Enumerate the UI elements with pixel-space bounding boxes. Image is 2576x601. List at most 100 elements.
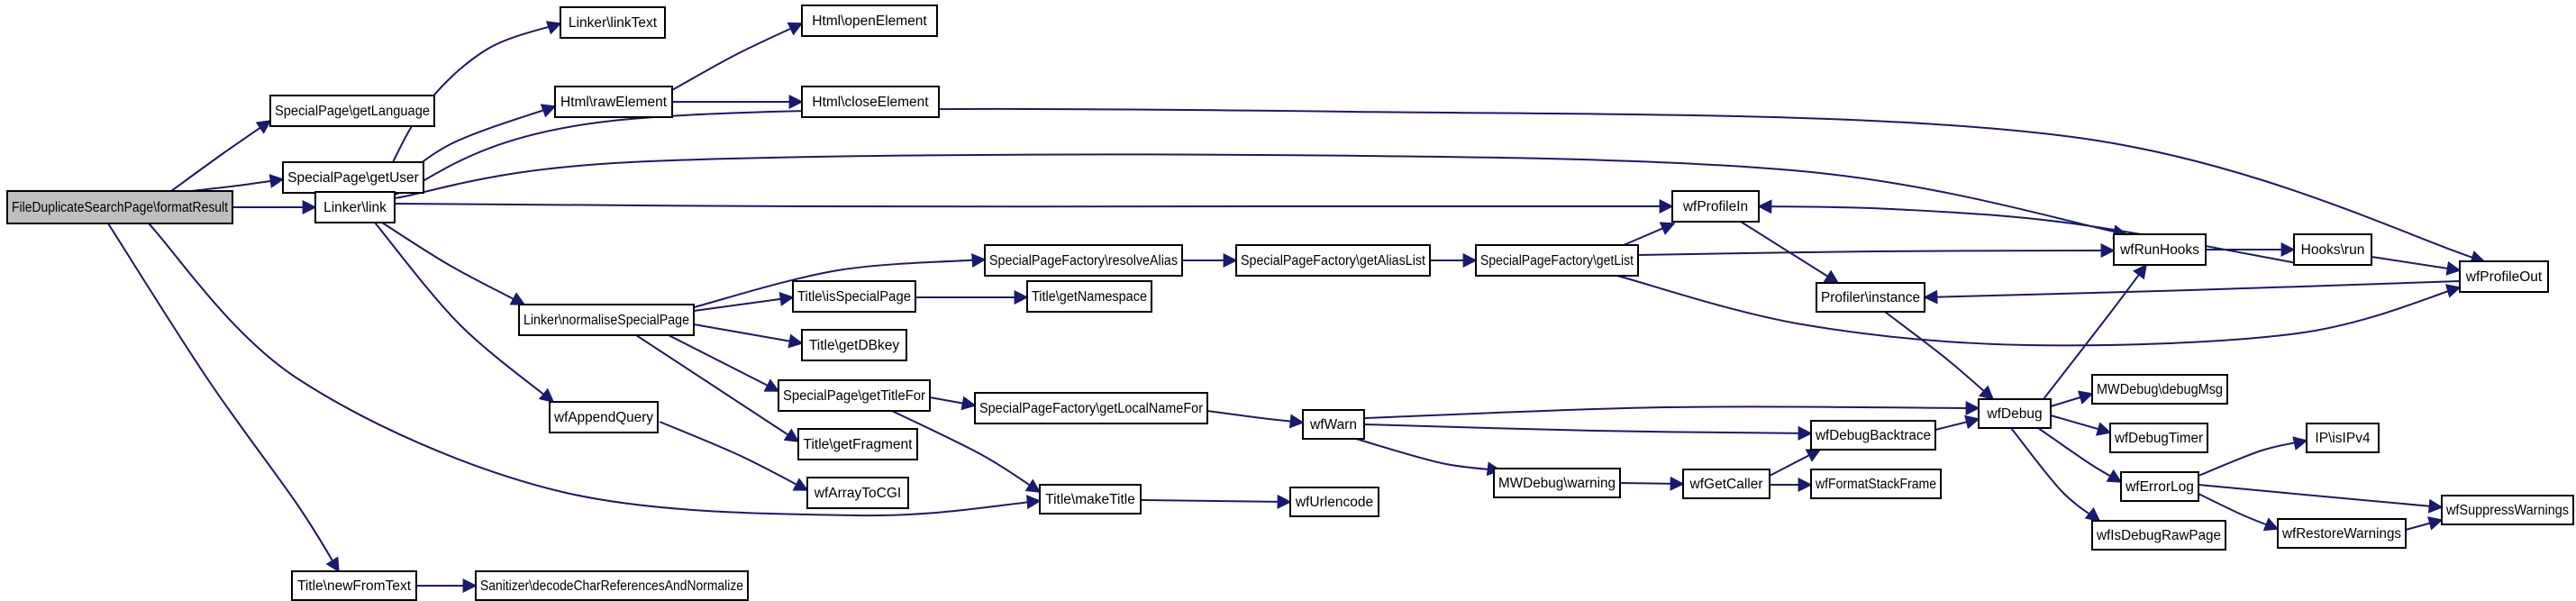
- svg-text:Title\getDBkey: Title\getDBkey: [809, 338, 899, 353]
- edge-wfWarn-to-debugBacktrace: [1363, 423, 1813, 441]
- node-debugMsg[interactable]: MWDebug\debugMsg: [2091, 374, 2228, 405]
- node-resolveAlias[interactable]: SpecialPageFactory\resolveAlias: [984, 244, 1183, 277]
- edge-layer: [107, 21, 2486, 593]
- svg-text:Linker\normaliseSpecialPage: Linker\normaliseSpecialPage: [523, 313, 689, 328]
- node-formatResult[interactable]: FileDuplicateSearchPage\formatResult: [6, 190, 233, 224]
- svg-text:Title\makeTitle: Title\makeTitle: [1045, 492, 1135, 507]
- node-getFragment[interactable]: Title\getFragment: [797, 428, 918, 460]
- node-getList[interactable]: SpecialPageFactory\getList: [1475, 244, 1639, 277]
- svg-text:Sanitizer\decodeCharReferences: Sanitizer\decodeCharReferencesAndNormali…: [480, 578, 743, 594]
- edge-wfDebug-to-errorLog: [2037, 427, 2123, 483]
- edge-formatResult-to-makeTitle: [148, 223, 1042, 517]
- node-makeTitle[interactable]: Title\makeTitle: [1039, 484, 1142, 514]
- node-getLanguage[interactable]: SpecialPage\getLanguage: [269, 95, 435, 127]
- node-profileIn[interactable]: wfProfileIn: [1671, 190, 1760, 223]
- node-getLocalNameFor[interactable]: SpecialPageFactory\getLocalNameFor: [974, 392, 1208, 424]
- node-runHooks[interactable]: wfRunHooks: [2113, 233, 2207, 266]
- node-errorLog[interactable]: wfErrorLog: [2120, 471, 2199, 502]
- node-formatStackFrame[interactable]: wfFormatStackFrame: [1810, 469, 1942, 499]
- node-arrayToCGI[interactable]: wfArrayToCGI: [806, 477, 909, 509]
- svg-text:Linker\link: Linker\link: [323, 200, 387, 215]
- svg-text:wfIsDebugRawPage: wfIsDebugRawPage: [2096, 528, 2221, 543]
- node-appendQuery[interactable]: wfAppendQuery: [549, 401, 659, 433]
- edge-formatResult-to-newFromText: [107, 223, 340, 573]
- edge-wfDebug-to-isDebugRawPage: [2010, 427, 2101, 522]
- svg-text:wfRestoreWarnings: wfRestoreWarnings: [2281, 526, 2401, 542]
- svg-text:SpecialPageFactory\getLocalNam: SpecialPageFactory\getLocalNameFor: [979, 401, 1203, 416]
- node-getNamespace[interactable]: Title\getNamespace: [1026, 280, 1152, 313]
- svg-text:SpecialPage\getUser: SpecialPage\getUser: [287, 170, 419, 186]
- svg-text:wfUrlencode: wfUrlencode: [1295, 495, 1373, 510]
- svg-text:wfFormatStackFrame: wfFormatStackFrame: [1815, 477, 1936, 492]
- svg-text:wfErrorLog: wfErrorLog: [2125, 479, 2194, 495]
- node-suppressWarnings[interactable]: wfSuppressWarnings: [2441, 495, 2574, 525]
- edge-profilerInstance-to-wfDebug: [1884, 311, 1995, 401]
- svg-text:Hooks\run: Hooks\run: [2301, 242, 2365, 258]
- svg-text:Title\isSpecialPage: Title\isSpecialPage: [797, 289, 911, 305]
- svg-text:FileDuplicateSearchPage\format: FileDuplicateSearchPage\formatResult: [12, 200, 229, 215]
- svg-text:Title\getFragment: Title\getFragment: [804, 437, 914, 452]
- svg-text:Html\closeElement: Html\closeElement: [812, 95, 929, 110]
- node-link[interactable]: Linker\link: [314, 191, 396, 223]
- svg-text:IP\isIPv4: IP\isIPv4: [2315, 431, 2371, 446]
- node-linkText[interactable]: Linker\linkText: [560, 6, 666, 39]
- edge-errorLog-to-suppressWarnings: [2198, 484, 2444, 514]
- edge-formatResult-to-getUser: [190, 174, 285, 192]
- edge-getCaller-to-debugBacktrace: [1769, 449, 1822, 477]
- edge-wfWarn-to-warning: [1355, 438, 1502, 477]
- node-getDBkey[interactable]: Title\getDBkey: [801, 329, 907, 361]
- node-isDebugRawPage[interactable]: wfIsDebugRawPage: [2091, 520, 2226, 551]
- node-debugBacktrace[interactable]: wfDebugBacktrace: [1810, 420, 1936, 451]
- edge-normaliseSpecialPage-to-getDBkey: [693, 323, 804, 349]
- svg-text:Profiler\instance: Profiler\instance: [1821, 290, 1920, 305]
- node-urlencode[interactable]: wfUrlencode: [1289, 487, 1379, 517]
- svg-text:wfSuppressWarnings: wfSuppressWarnings: [2445, 503, 2569, 518]
- edge-wfDebug-to-debugTimer: [2050, 414, 2112, 436]
- svg-text:SpecialPage\getLanguage: SpecialPage\getLanguage: [275, 104, 430, 119]
- svg-text:wfRunHooks: wfRunHooks: [2119, 242, 2199, 258]
- edge-errorLog-to-restoreWarnings: [2198, 493, 2280, 532]
- node-wfWarn[interactable]: wfWarn: [1302, 409, 1365, 440]
- svg-text:Html\openElement: Html\openElement: [812, 14, 927, 29]
- node-debugTimer[interactable]: wfDebugTimer: [2109, 423, 2208, 453]
- node-wfDebug[interactable]: wfDebug: [1978, 398, 2052, 429]
- svg-text:SpecialPageFactory\resolveAlia: SpecialPageFactory\resolveAlias: [989, 253, 1178, 269]
- edge-link-to-profileOut: [394, 107, 2486, 265]
- svg-text:wfProfileOut: wfProfileOut: [2465, 269, 2543, 285]
- svg-text:MWDebug\warning: MWDebug\warning: [1498, 476, 1616, 491]
- node-isSpecialPage[interactable]: Title\isSpecialPage: [792, 280, 916, 313]
- edge-link-to-runHooks: [394, 153, 2128, 240]
- edge-getTitleFor-to-makeTitle: [891, 410, 1042, 493]
- node-hooksRun[interactable]: Hooks\run: [2293, 233, 2372, 266]
- node-profilerInstance[interactable]: Profiler\instance: [1816, 282, 1925, 313]
- node-profileOut[interactable]: wfProfileOut: [2459, 260, 2549, 293]
- node-rawElement[interactable]: Html\rawElement: [554, 86, 673, 118]
- node-getTitleFor[interactable]: SpecialPage\getTitleFor: [778, 379, 931, 412]
- node-getAliasList[interactable]: SpecialPageFactory\getAliasList: [1235, 244, 1431, 277]
- node-layer: FileDuplicateSearchPage\formatResultSpec…: [6, 5, 2574, 601]
- node-getCaller[interactable]: wfGetCaller: [1682, 469, 1770, 499]
- node-isIPv4[interactable]: IP\isIPv4: [2306, 423, 2380, 453]
- edge-getList-to-profileIn: [1623, 222, 1676, 246]
- node-openElement[interactable]: Html\openElement: [801, 5, 938, 37]
- edge-normaliseSpecialPage-to-getFragment: [635, 334, 800, 442]
- node-closeElement[interactable]: Html\closeElement: [801, 86, 940, 118]
- svg-text:Title\getNamespace: Title\getNamespace: [1032, 289, 1147, 305]
- svg-text:wfDebugTimer: wfDebugTimer: [2114, 431, 2203, 446]
- node-getUser[interactable]: SpecialPage\getUser: [282, 161, 424, 194]
- svg-text:MWDebug\debugMsg: MWDebug\debugMsg: [2097, 382, 2223, 397]
- edge-normaliseSpecialPage-to-resolveAlias: [693, 253, 987, 308]
- node-normaliseSpecialPage[interactable]: Linker\normaliseSpecialPage: [518, 304, 695, 336]
- edge-hooksRun-to-profileIn: [1757, 199, 2307, 266]
- edge-formatResult-to-getLanguage: [170, 120, 272, 192]
- node-restoreWarnings[interactable]: wfRestoreWarnings: [2277, 518, 2407, 549]
- svg-text:Linker\linkText: Linker\linkText: [569, 15, 658, 31]
- node-newFromText[interactable]: Title\newFromText: [291, 570, 417, 601]
- edge-debugBacktrace-to-wfDebug: [1934, 414, 1980, 431]
- node-sanitizer[interactable]: Sanitizer\decodeCharReferencesAndNormali…: [475, 570, 749, 601]
- node-warning[interactable]: MWDebug\warning: [1493, 468, 1621, 498]
- svg-text:wfWarn: wfWarn: [1309, 417, 1357, 433]
- edge-normaliseSpecialPage-to-isSpecialPage: [693, 292, 795, 312]
- edge-getList-to-runHooks: [1637, 243, 2116, 259]
